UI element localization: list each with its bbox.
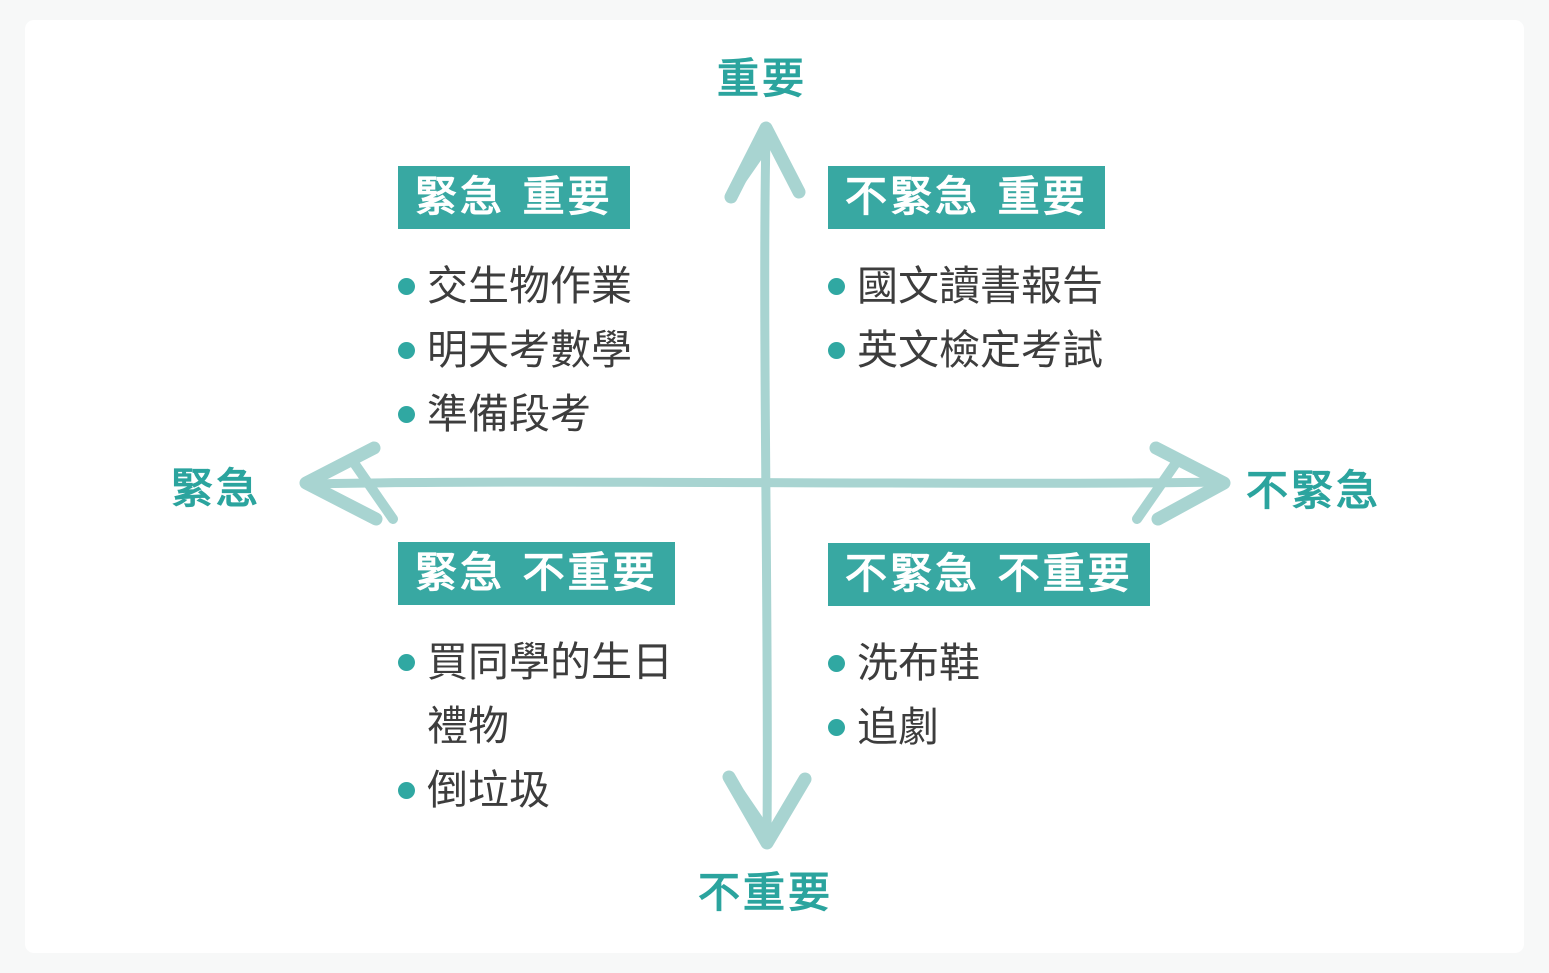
task-text: 明天考數學 [427,326,632,374]
list-item: 倒垃圾 [398,758,698,822]
task-text: 追劇 [857,703,939,751]
list-item: 國文讀書報告 [828,254,1173,318]
bullet-icon [398,782,415,799]
bullet-icon [828,719,845,736]
task-text: 準備段考 [427,390,591,438]
list-item: 準備段考 [398,382,708,446]
list-item: 追劇 [828,695,1188,759]
task-text: 交生物作業 [427,262,632,310]
bullet-icon [398,654,415,671]
quadrant-not-urgent-not-important: 不緊急 不重要 洗布鞋 追劇 [828,543,1188,759]
bullet-icon [828,342,845,359]
axis-label-urgent: 緊急 [171,464,262,513]
quadrant-badge: 不緊急 不重要 [828,543,1150,606]
task-text: 英文檢定考試 [857,326,1103,374]
task-text: 買同學的生日禮物 [427,638,673,750]
list-item: 洗布鞋 [828,631,1188,695]
quadrant-badge: 緊急 不重要 [398,542,675,605]
quadrant-badge: 不緊急 重要 [828,166,1105,229]
list-item: 英文檢定考試 [828,318,1173,382]
quadrant-badge: 緊急 重要 [398,166,630,229]
task-list: 交生物作業 明天考數學 準備段考 [398,254,708,446]
axis-label-not-urgent: 不緊急 [1246,466,1382,515]
list-item: 明天考數學 [398,318,708,382]
task-text: 國文讀書報告 [857,262,1103,310]
task-list: 買同學的生日禮物 倒垃圾 [398,630,698,822]
bullet-icon [398,278,415,295]
quadrant-urgent-not-important: 緊急 不重要 買同學的生日禮物 倒垃圾 [398,542,698,822]
quadrant-not-urgent-important: 不緊急 重要 國文讀書報告 英文檢定考試 [828,166,1173,382]
task-text: 倒垃圾 [427,766,550,814]
bullet-icon [398,406,415,423]
list-item: 買同學的生日禮物 [398,630,698,758]
task-text: 洗布鞋 [857,639,980,687]
quadrant-urgent-important: 緊急 重要 交生物作業 明天考數學 準備段考 [398,166,708,446]
axis-label-important: 重要 [717,54,808,103]
axis-label-not-important: 不重要 [698,868,834,917]
list-item: 交生物作業 [398,254,708,318]
bullet-icon [828,655,845,672]
bullet-icon [828,278,845,295]
bullet-icon [398,342,415,359]
task-list: 國文讀書報告 英文檢定考試 [828,254,1173,382]
task-list: 洗布鞋 追劇 [828,631,1188,759]
